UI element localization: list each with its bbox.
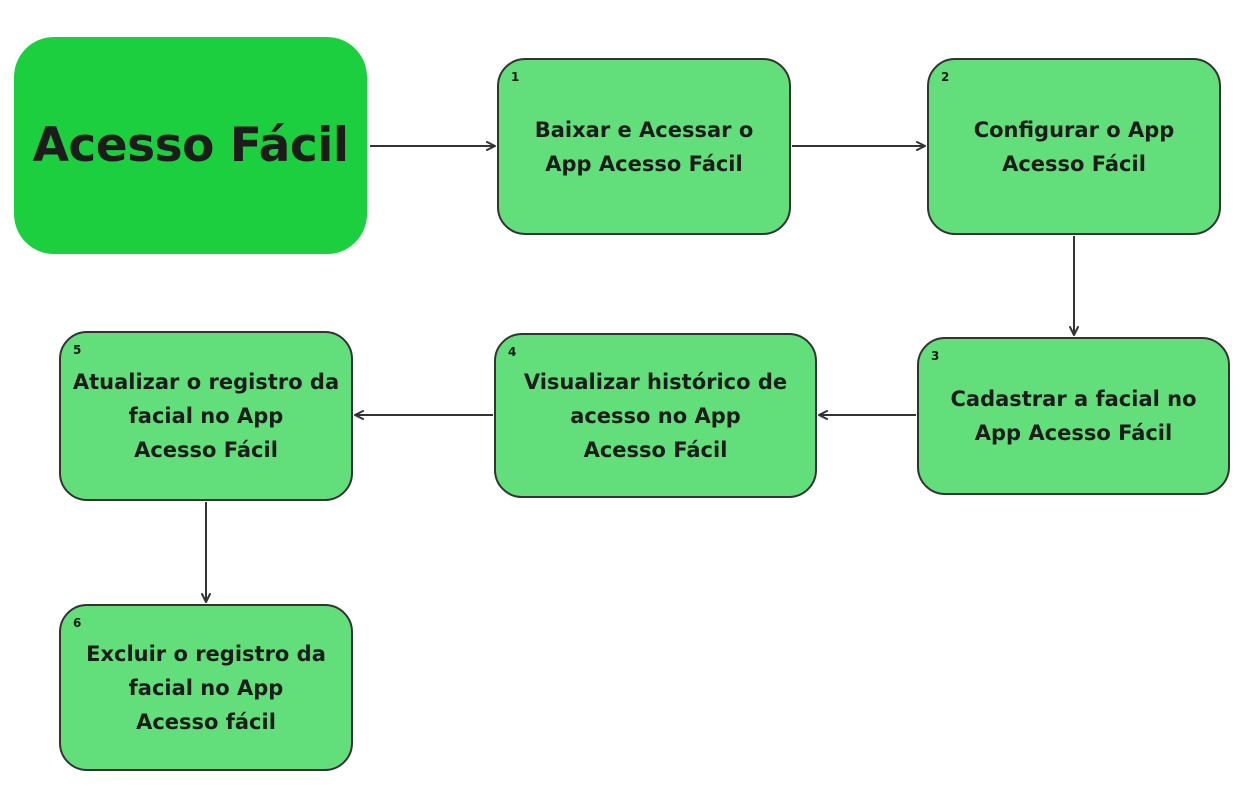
step-5-number: 5 xyxy=(73,343,82,357)
step-3-node: 3 Cadastrar a facial no App Acesso Fácil xyxy=(917,337,1230,495)
step-6-node: 6 Excluir o registro da facial no App Ac… xyxy=(59,604,353,771)
step-2-number: 2 xyxy=(941,70,950,84)
step-5-label: Atualizar o registro da facial no App Ac… xyxy=(72,370,340,462)
step-6-label: Excluir o registro da facial no App Aces… xyxy=(86,641,326,734)
step-4-label: Visualizar histórico de acesso no App Ac… xyxy=(523,369,788,462)
step-1-label: Baixar e Acessar o App Acesso Fácil xyxy=(534,117,754,176)
step-1-node: 1 Baixar e Acessar o App Acesso Fácil xyxy=(497,58,791,235)
title-node: Acesso Fácil xyxy=(14,37,367,254)
step-2-node: 2 Configurar o App Acesso Fácil xyxy=(927,58,1221,235)
step-3-number: 3 xyxy=(931,349,940,363)
step-4-number: 4 xyxy=(508,345,517,359)
step-2-label: Configurar o App Acesso Fácil xyxy=(973,117,1175,176)
diagram-title: Acesso Fácil xyxy=(32,118,349,173)
step-1-number: 1 xyxy=(511,70,520,84)
step-3-label: Cadastrar a facial no App Acesso Fácil xyxy=(950,387,1197,445)
step-4-node: 4 Visualizar histórico de acesso no App … xyxy=(494,333,817,498)
step-5-node: 5 Atualizar o registro da facial no App … xyxy=(59,331,353,501)
step-6-number: 6 xyxy=(73,616,82,630)
